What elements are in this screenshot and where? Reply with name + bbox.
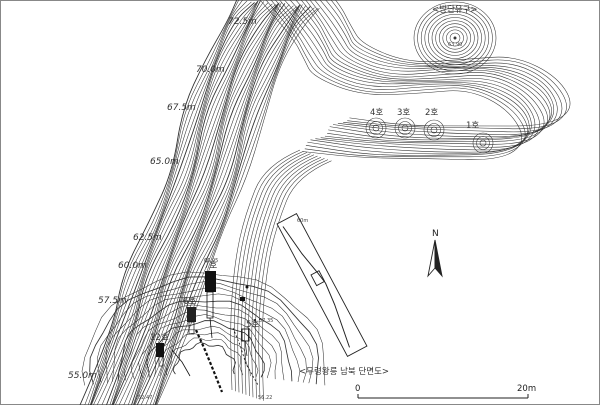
contour-label: 55.0m: [68, 371, 97, 381]
elevation-label: 63.90: [448, 42, 462, 48]
contour-label: 67.5m: [167, 103, 196, 113]
tomb-chamber-7: [205, 271, 216, 292]
contour-label: 60.0m: [118, 261, 147, 271]
scale-min-label: 0: [355, 384, 360, 394]
contour-elevation-labels: 72.5m 70.0m 67.5m 65.0m 62.5m 60.0m 57.5…: [68, 17, 257, 381]
contour-label: 57.5m: [98, 296, 127, 306]
section-axis-label: 60m: [297, 218, 308, 224]
stepped-platform-feature: <방단유구> 63.90: [413, 1, 497, 75]
tomb-label: 1호: [466, 121, 479, 131]
tomb-label: 2호: [425, 108, 438, 118]
drainage-channel: [194, 329, 224, 393]
elevation-label: 66.95: [204, 258, 218, 264]
tomb-label: 5호: [246, 320, 259, 330]
contour-label: 72.5m: [228, 17, 257, 27]
north-label: N: [432, 229, 439, 239]
site-label: <방단유구>: [432, 4, 478, 15]
contour-label: 62.5m: [133, 233, 162, 243]
elevation-label: 57.35: [259, 318, 273, 324]
tomb-label: 7호: [204, 261, 217, 271]
tomb-chamber-6: [187, 307, 196, 322]
elevation-label: 56.22: [258, 395, 272, 401]
tomb-passage-7: [206, 291, 214, 319]
contour-lines: [79, 0, 571, 405]
tomb-label: 12호: [150, 333, 169, 343]
tomb-label: 6호: [183, 297, 196, 307]
tomb-label: 3호: [397, 108, 410, 118]
north-south-section-inset: 60m <무령왕릉 남북 단면도>: [276, 213, 389, 377]
contour-label: 70.0m: [196, 65, 225, 75]
scale-bar: 0 20m: [355, 384, 536, 399]
north-arrow: N: [427, 229, 443, 278]
elevation-label: 52.47: [138, 395, 152, 401]
tomb-label: 4호: [370, 108, 383, 118]
tomb-chamber-5: [241, 328, 250, 342]
scale-max-label: 20m: [517, 384, 536, 394]
tomb-chamber-12: [156, 343, 164, 357]
contour-label: 65.0m: [150, 157, 179, 167]
tomb-group-upper: 4호 3호 2호 1호: [365, 108, 494, 154]
tomb-group-lower: 7호 6호 5호 12호 66.95 57.35 56.22 52.47: [138, 258, 273, 401]
section-title: <무령왕릉 남북 단면도>: [299, 366, 389, 377]
